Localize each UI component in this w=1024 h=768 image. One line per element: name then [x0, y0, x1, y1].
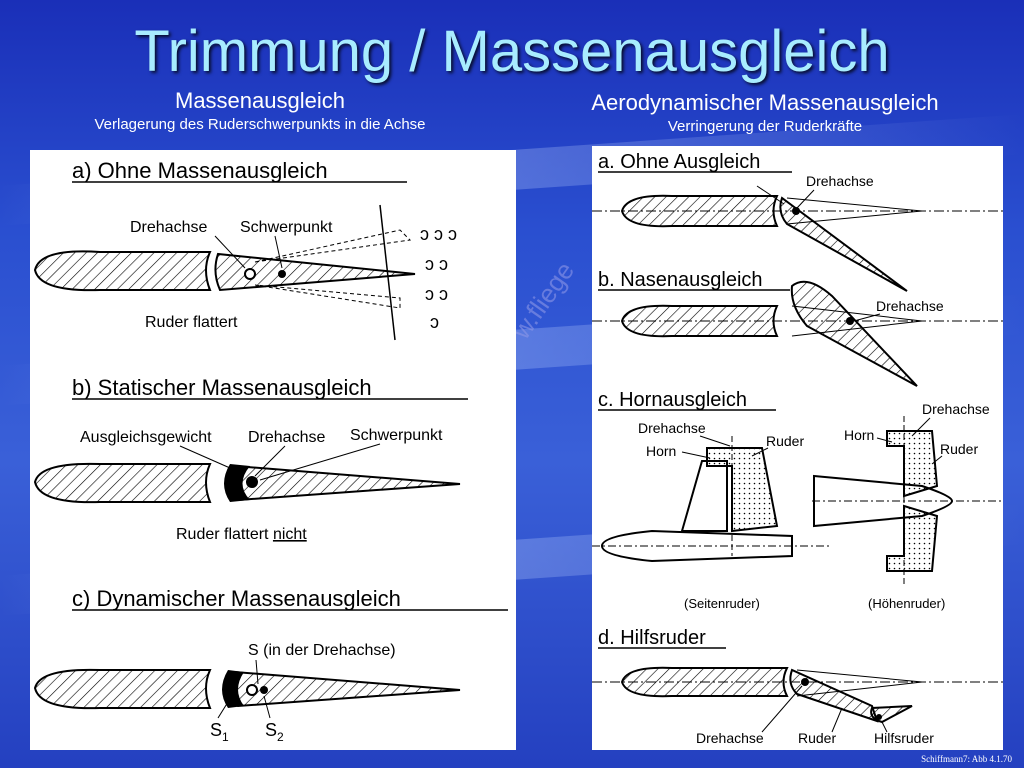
- left-c-axis-marker: [246, 684, 258, 696]
- right-d-tab: [870, 705, 913, 724]
- left-a-cg-marker: [278, 270, 286, 278]
- right-b-rudder: [790, 280, 918, 387]
- right-d-title: d. Hilfsruder: [598, 627, 706, 649]
- right-diagram: a. Ohne Ausgleich Drehachse b. Nasenausg…: [592, 151, 1003, 746]
- left-a-axis-marker: [244, 268, 256, 280]
- svg-text:ↄ ↄ ↄ: ↄ ↄ ↄ: [420, 224, 457, 244]
- svg-text:ↄ ↄ: ↄ ↄ: [425, 254, 448, 274]
- right-d-wing: [620, 666, 789, 698]
- left-diagram: a) Ohne Massenausgleich Drehachse Schwer…: [33, 158, 508, 744]
- left-c-wing: [33, 668, 212, 710]
- left-b-schwerpunkt: Schwerpunkt: [350, 427, 443, 444]
- left-diagram-panel: a) Ohne Massenausgleich Drehachse Schwer…: [30, 150, 516, 750]
- footer-citation: Schiffmann7: Abb 4.1.70: [921, 754, 1012, 764]
- slide-title: Trimmung / Massenausgleich: [134, 19, 890, 84]
- right-d-axis-marker: [801, 678, 809, 686]
- svg-text:ↄ ↄ: ↄ ↄ: [425, 284, 448, 304]
- right-a-axis-marker: [792, 207, 800, 215]
- right-c-horn-right: Horn: [844, 427, 874, 443]
- right-a-wing: [620, 194, 779, 228]
- right-a-title: a. Ohne Ausgleich: [598, 151, 760, 173]
- right-c-horn-left: Horn: [646, 443, 676, 459]
- right-heading: Aerodynamischer Massenausgleich: [591, 90, 939, 115]
- left-b-axis-marker: [246, 476, 258, 488]
- right-c-title: c. Hornausgleich: [598, 389, 747, 411]
- left-b-drehachse: Drehachse: [248, 429, 325, 446]
- right-d-tab-hinge: [876, 714, 882, 720]
- right-c-hoehenruder: (Höhenruder): [868, 596, 945, 611]
- right-c-drehachse-left: Drehachse: [638, 420, 706, 436]
- svg-text:ↄ: ↄ: [430, 312, 439, 332]
- left-c-rudder: [230, 670, 461, 708]
- left-a-title: a) Ohne Massenausgleich: [72, 158, 328, 183]
- right-b-drehachse: Drehachse: [876, 298, 944, 314]
- right-subheading: Verringerung der Ruderkräfte: [667, 118, 863, 135]
- right-a-drehachse: Drehachse: [806, 173, 874, 189]
- left-b-title: b) Statischer Massenausgleich: [72, 375, 372, 400]
- left-header: Massenausgleich Verlagerung des Rudersch…: [30, 88, 490, 133]
- right-b-wing: [620, 304, 779, 338]
- left-a-drehachse: Drehachse: [130, 219, 207, 236]
- left-subheading: Verlagerung des Ruderschwerpunkts in die…: [94, 116, 426, 133]
- left-a-flattert: Ruder flattert: [145, 314, 238, 331]
- right-c-rudder-left: [706, 447, 779, 533]
- left-b-rudder: [230, 464, 461, 502]
- right-c-elevator-top: [886, 430, 939, 498]
- right-c-ruder-right: Ruder: [940, 441, 978, 457]
- left-a-wing: [33, 250, 212, 292]
- left-a-schwerpunkt: Schwerpunkt: [240, 219, 333, 236]
- left-c-s1: S1: [210, 720, 229, 744]
- right-b-axis-marker: [846, 317, 854, 325]
- left-a-rudder: [214, 252, 416, 292]
- right-d-hilfsruder: Hilfsruder: [874, 730, 934, 746]
- right-diagram-panel: a. Ohne Ausgleich Drehachse b. Nasenausg…: [592, 146, 1003, 750]
- right-header: Aerodynamischer Massenausgleich Verringe…: [530, 90, 1000, 135]
- left-c-cg-marker: [260, 686, 268, 694]
- left-b-ausgleichsgewicht: Ausgleichsgewicht: [80, 429, 212, 446]
- right-d-drehachse: Drehachse: [696, 730, 764, 746]
- left-c-title: c) Dynamischer Massenausgleich: [72, 586, 401, 611]
- left-c-s-label: S (in der Drehachse): [248, 642, 396, 659]
- right-c-elevator-bottom: [886, 504, 939, 572]
- right-b-title: b. Nasenausgleich: [598, 269, 763, 291]
- left-c-s2: S2: [265, 720, 284, 744]
- right-d-ruder: Ruder: [798, 730, 836, 746]
- right-c-seitenruder: (Seitenruder): [684, 596, 760, 611]
- left-heading: Massenausgleich: [175, 88, 345, 113]
- right-d-rudder: [789, 668, 879, 723]
- left-b-flattert: Ruder flattert nicht: [176, 526, 307, 543]
- right-c-drehachse-right: Drehachse: [922, 401, 990, 417]
- left-b-wing: [33, 462, 212, 504]
- right-c-ruder-left: Ruder: [766, 433, 804, 449]
